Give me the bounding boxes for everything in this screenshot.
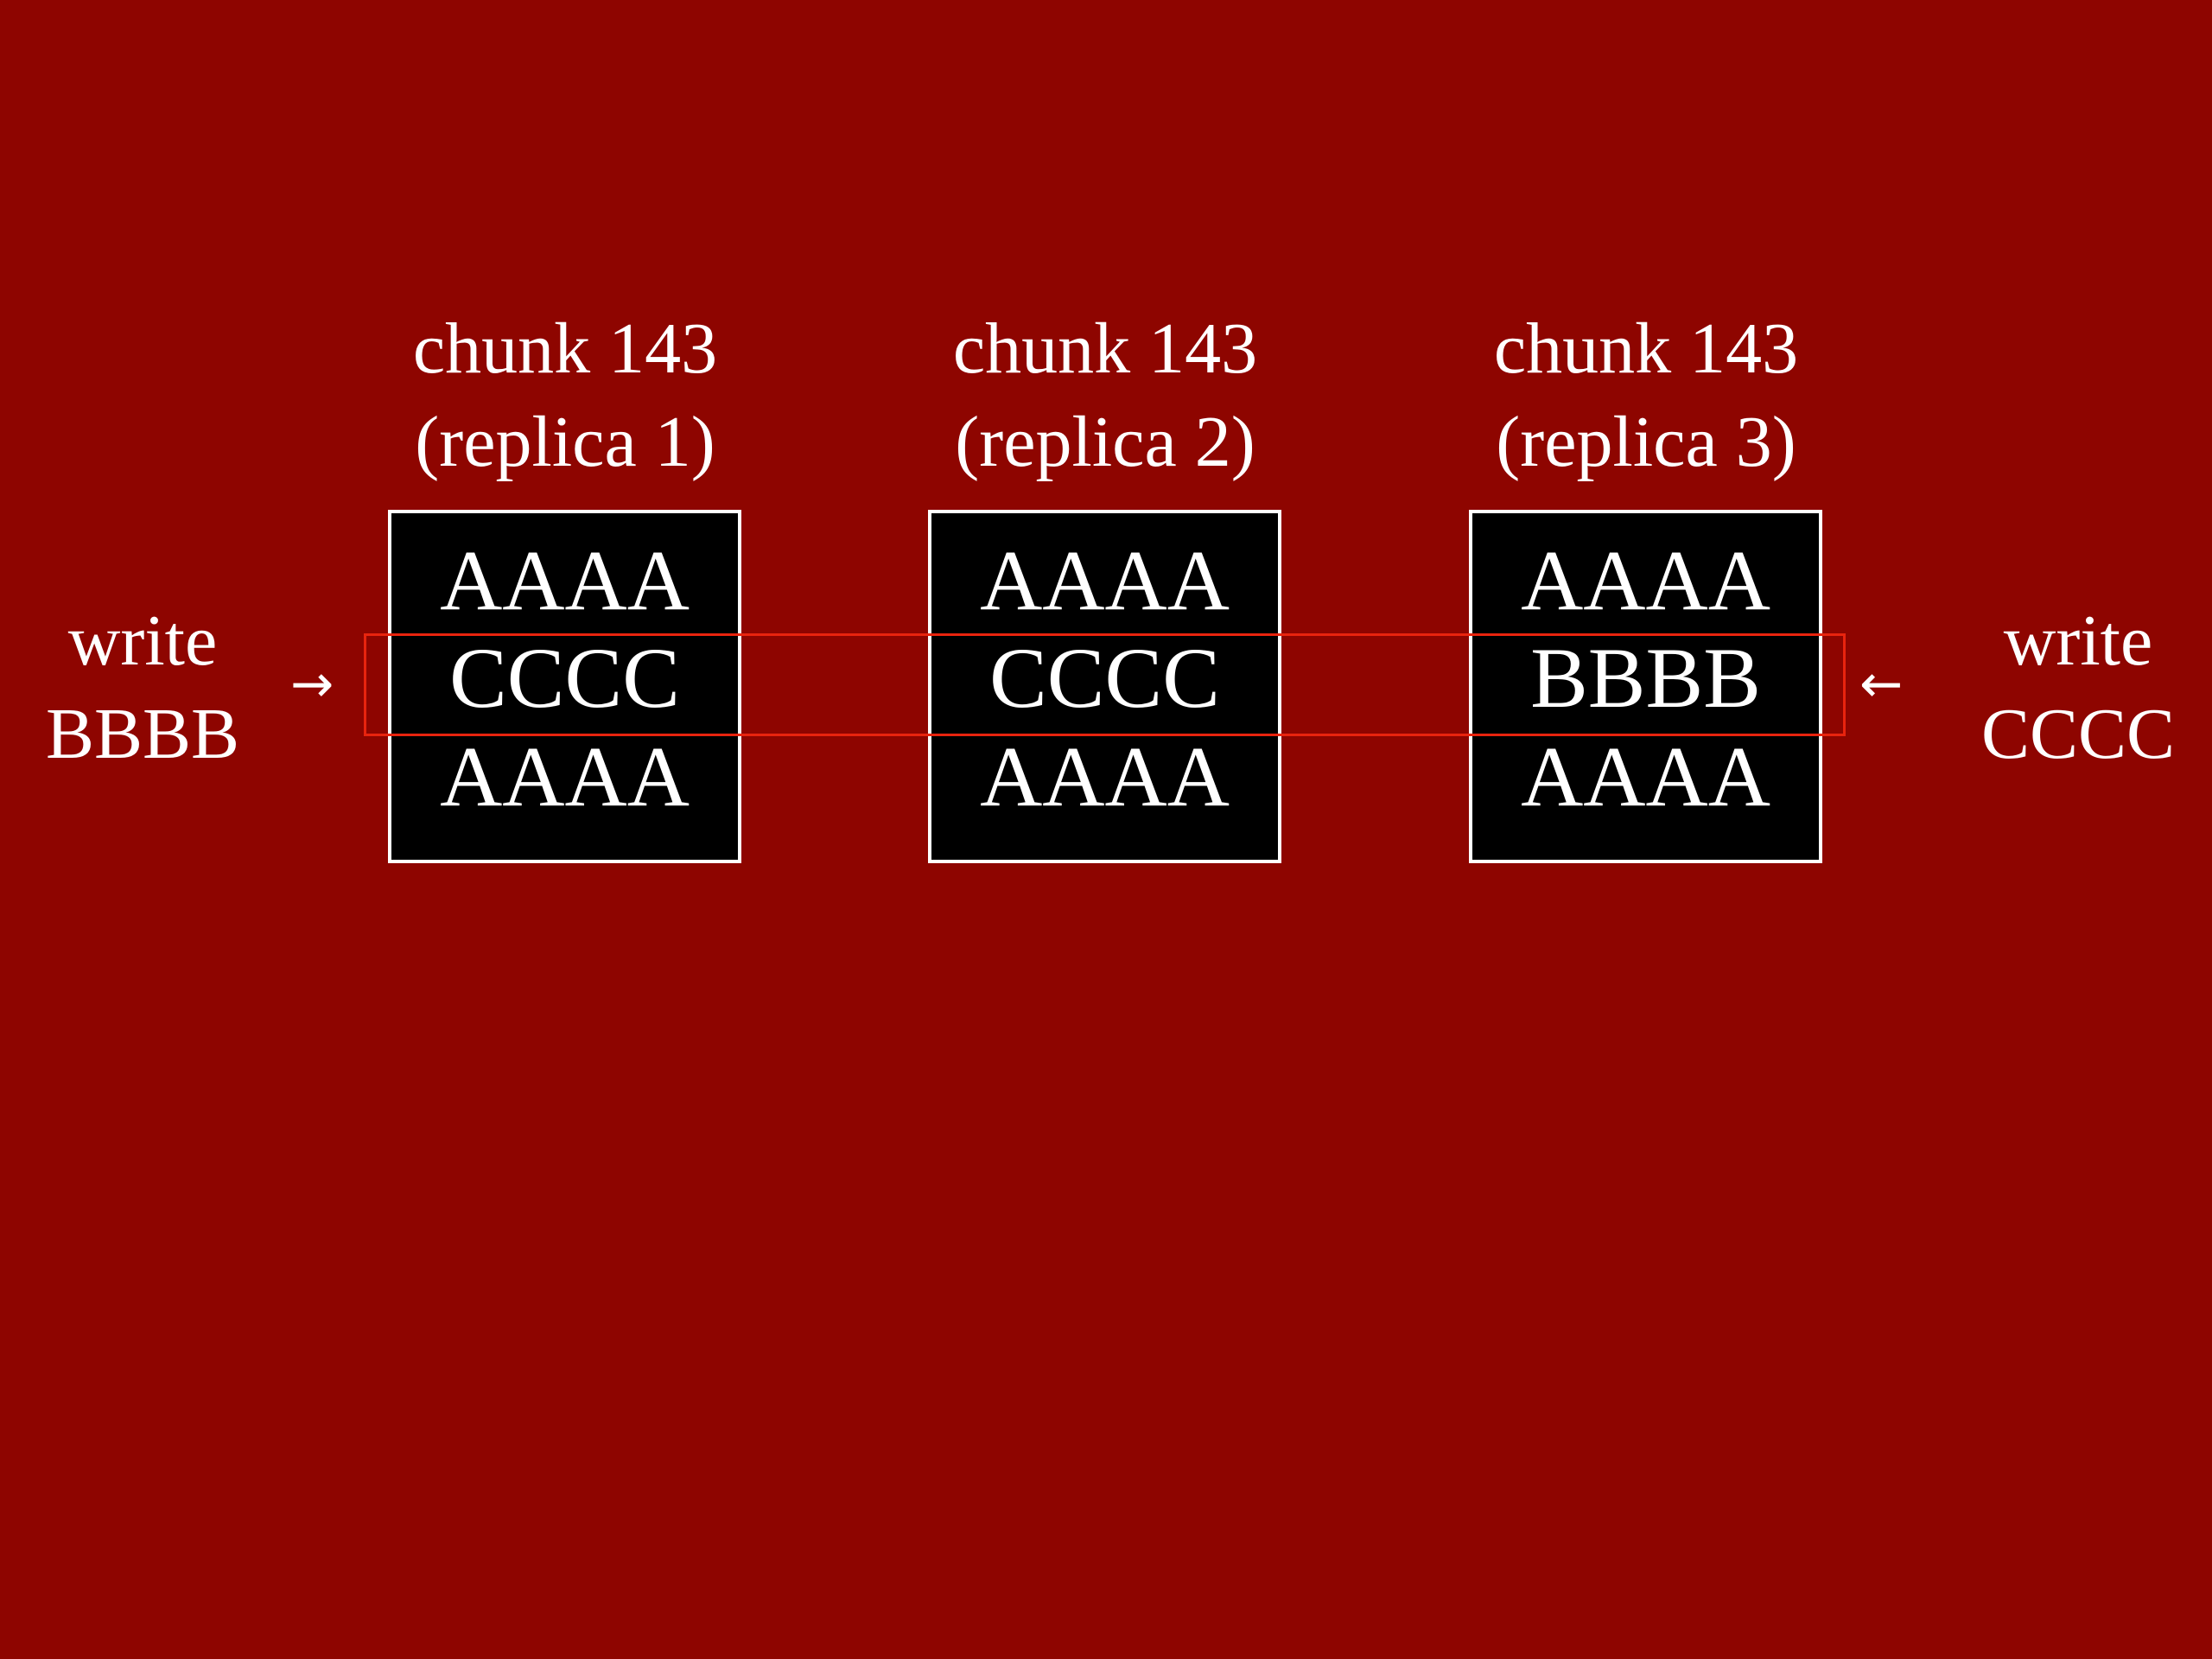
replica-1-row-1: AAAA — [440, 532, 690, 628]
replica-3-row-1: AAAA — [1521, 532, 1770, 628]
replica-1-title: chunk 143 (replica 1) — [384, 302, 747, 489]
replica-3: chunk 143 (replica 3) AAAA BBBB AAAA — [1465, 302, 1827, 863]
left-write-line2: BBBB — [45, 694, 240, 774]
replica-1-title-line1: chunk 143 — [412, 308, 718, 389]
right-write-line2: CCCC — [1980, 694, 2176, 774]
replica-2-title-line1: chunk 143 — [952, 308, 1258, 389]
replica-2-chunk-box: AAAA CCCC AAAA — [928, 510, 1281, 863]
right-write-line1: write — [2003, 601, 2153, 681]
replica-3-row-3: AAAA — [1521, 728, 1770, 824]
right-write-label: write CCCC — [1961, 594, 2195, 781]
replica-3-title-line1: chunk 143 — [1493, 308, 1799, 389]
replica-2: chunk 143 (replica 2) AAAA CCCC AAAA — [924, 302, 1287, 863]
replica-3-chunk-box: AAAA BBBB AAAA — [1469, 510, 1822, 863]
replica-2-row-3: AAAA — [980, 728, 1230, 824]
replica-1-chunk-box: AAAA CCCC AAAA — [388, 510, 741, 863]
left-arrow-icon: ← — [1859, 654, 1904, 715]
replica-3-title: chunk 143 (replica 3) — [1465, 302, 1827, 489]
replica-1-row-2: CCCC — [449, 630, 680, 726]
replica-1-row-3: AAAA — [440, 728, 690, 824]
replica-3-row-2: BBBB — [1530, 630, 1761, 726]
replica-2-title: chunk 143 (replica 2) — [924, 302, 1287, 489]
replica-2-title-line2: (replica 2) — [955, 402, 1255, 482]
right-arrow-icon: → — [290, 654, 334, 715]
replica-2-row-2: CCCC — [989, 630, 1220, 726]
replica-1-title-line2: (replica 1) — [415, 402, 715, 482]
left-write-label: write BBBB — [26, 594, 259, 781]
replica-1: chunk 143 (replica 1) AAAA CCCC AAAA — [384, 302, 747, 863]
replica-2-row-1: AAAA — [980, 532, 1230, 628]
replica-3-title-line2: (replica 3) — [1496, 402, 1796, 482]
left-write-line1: write — [67, 601, 218, 681]
